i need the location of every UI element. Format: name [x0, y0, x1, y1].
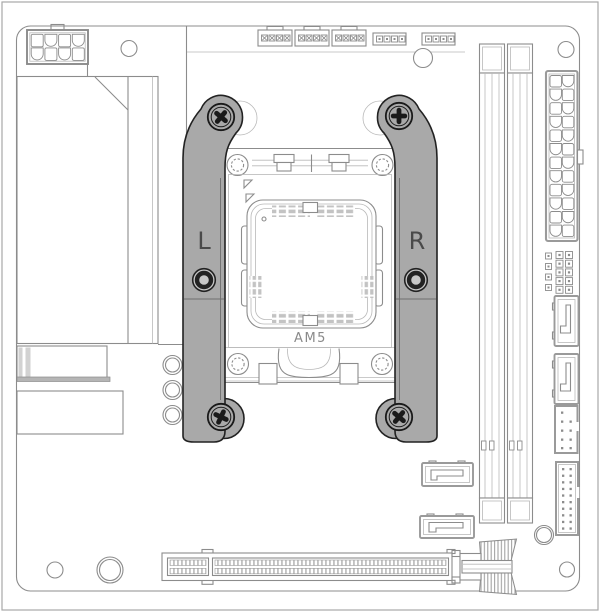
bracket-right: R	[375, 94, 438, 443]
torx-screw	[371, 153, 394, 177]
corner-hole-bottom-right	[558, 561, 576, 578]
socket-label: AM5	[294, 331, 327, 346]
mounting-hole-top-right	[557, 40, 575, 59]
torx-screw	[226, 153, 249, 177]
jumper-header-1	[372, 32, 407, 46]
mounting-hole-top-left	[120, 39, 138, 58]
sata-port-horizontal-1	[421, 460, 474, 487]
bracket-hole-right	[403, 267, 429, 293]
bracket-left-body	[182, 94, 244, 443]
phillips-screw-top-left	[206, 102, 236, 132]
vrm-heatsink	[16, 345, 111, 382]
cpu-socket: AM5	[200, 100, 420, 438]
cpu-carrier	[240, 199, 384, 329]
sata-port-horizontal-2	[419, 513, 475, 539]
memory-and-power-region	[419, 43, 584, 578]
mounting-hole-top-center	[412, 47, 434, 69]
pcie-latch	[451, 538, 518, 596]
bracket-label-left: L	[197, 227, 211, 255]
socket-latch-handle	[277, 348, 341, 379]
bracket-label-right: R	[409, 227, 426, 255]
dimm-slot-1	[478, 43, 506, 524]
fan-header-1	[257, 25, 293, 47]
front-panel-header	[555, 461, 580, 536]
alignment-triangle	[245, 193, 256, 204]
atx-latch	[576, 149, 584, 165]
mounting-hole-bottom-left	[96, 556, 124, 584]
phillips-screw-top-right	[384, 101, 414, 131]
bracket-left: L	[182, 94, 245, 443]
rear-io-region	[16, 26, 188, 435]
rear-io-cover	[16, 75, 159, 345]
corner-hole-bottom-left	[46, 561, 64, 579]
torx-screw	[226, 352, 250, 376]
capacitors	[162, 354, 183, 426]
sata-port-vertical-2	[551, 353, 580, 405]
eps-8pin-connector	[26, 23, 89, 65]
bracket-right-body	[376, 94, 438, 443]
latch-block	[258, 362, 278, 385]
socket-top-tabs	[273, 153, 350, 172]
m2-heatsink	[16, 390, 124, 435]
mounting-hole-bottom-right	[533, 524, 555, 546]
alignment-triangle	[243, 179, 254, 190]
sata-port-vertical-1	[551, 295, 580, 347]
phillips-screw-bottom-left	[206, 402, 236, 432]
torx-screw	[370, 352, 394, 376]
fan-header-2	[294, 25, 330, 47]
top-connector-row	[26, 23, 575, 69]
usb-header	[554, 405, 579, 454]
phillips-screw-bottom-right	[384, 402, 414, 432]
dimm-slot-2	[506, 43, 534, 524]
jumper-header-2	[421, 32, 456, 46]
bottom-region	[46, 538, 518, 596]
bracket-hole-left	[191, 267, 217, 293]
pcie-x16-slot	[161, 548, 456, 585]
fan-header-3	[331, 25, 367, 47]
latch-block	[339, 362, 359, 385]
atx-24pin-connector	[544, 69, 584, 243]
